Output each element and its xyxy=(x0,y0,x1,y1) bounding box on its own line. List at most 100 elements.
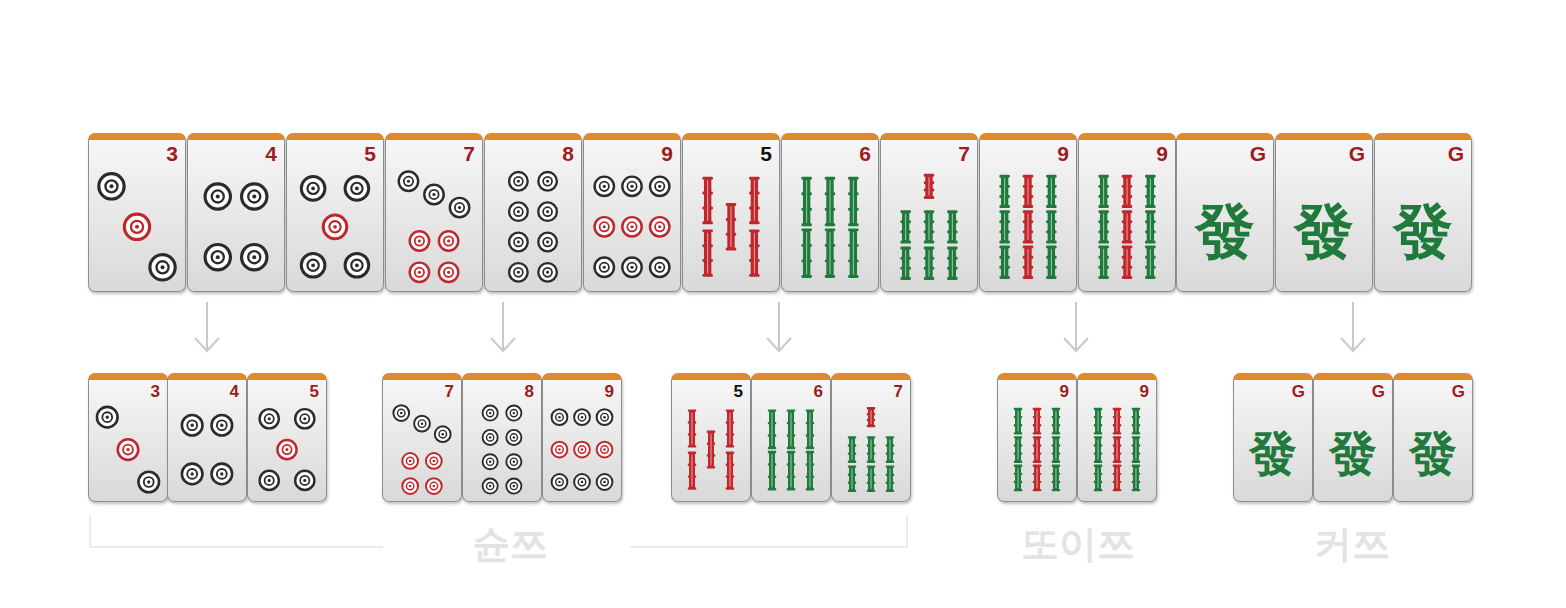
bamboo-stick xyxy=(1113,465,1122,492)
pin-pip xyxy=(345,253,369,277)
pin-pip xyxy=(439,263,458,282)
tile-number: 5 xyxy=(364,143,376,164)
dragon-glyph: 發 xyxy=(1234,429,1312,477)
tile-number: 5 xyxy=(310,383,319,400)
pin-pip-dot xyxy=(458,206,461,209)
bamboo-stick xyxy=(726,452,735,490)
bamboo-stick xyxy=(1098,246,1109,279)
pin-pip xyxy=(552,474,568,490)
pin-pip xyxy=(414,416,430,432)
bamboo-stick xyxy=(1033,465,1042,492)
bamboo-stick xyxy=(1023,246,1034,279)
mahjong-tile: 9 xyxy=(979,133,1077,292)
pin-pip-ring xyxy=(487,434,494,441)
pin-pip-ring xyxy=(510,434,517,441)
pin-pip-dot xyxy=(191,424,194,427)
pin-pip-ring xyxy=(510,409,517,416)
pin-pip xyxy=(574,442,590,458)
pin-pip xyxy=(509,233,528,252)
pin-pip-ring xyxy=(578,446,586,454)
pin-pip-ring xyxy=(300,414,309,423)
pin-pip-dot xyxy=(409,460,412,463)
pin-pip xyxy=(595,258,614,277)
bamboo-stick xyxy=(787,451,796,491)
pin-pip-dot xyxy=(489,485,491,487)
bamboo-stick xyxy=(1122,210,1133,243)
pin-pip-dot xyxy=(303,417,306,420)
pin-pip xyxy=(345,177,369,201)
pin-pip-ring xyxy=(627,263,636,272)
pin-pip xyxy=(509,202,528,221)
pin-pip-ring xyxy=(217,469,227,479)
pin-pip-dot xyxy=(603,481,606,484)
pin-pip-dot xyxy=(268,417,271,420)
pin-pip-ring xyxy=(487,482,494,489)
mahjong-tile: G發 xyxy=(1374,133,1472,292)
pin-pip-ring xyxy=(307,260,318,271)
pin-pip-ring xyxy=(329,221,340,232)
mahjong-tile: 6 xyxy=(751,373,831,502)
pin-pip xyxy=(402,478,418,494)
pin-pip xyxy=(538,263,557,282)
bamboo-stick xyxy=(688,452,697,490)
pin-pip-dot xyxy=(447,271,450,274)
pin-pip xyxy=(509,263,528,282)
pin-pip-ring xyxy=(351,183,362,194)
bamboo-stick xyxy=(768,409,777,449)
pin-pip-ring xyxy=(556,478,564,486)
pin-pip xyxy=(439,231,458,250)
pin-pip-dot xyxy=(546,241,549,244)
pin-pip-dot xyxy=(517,180,520,183)
pin-pip-dot xyxy=(558,448,561,451)
pin-pip xyxy=(410,263,429,282)
pin-pip-dot xyxy=(252,194,256,198)
tile-number: 9 xyxy=(1057,143,1069,164)
bamboo-stick xyxy=(867,465,876,492)
bamboo-stick xyxy=(801,228,812,277)
pin-pip xyxy=(426,453,442,469)
bamboo-stick xyxy=(1046,246,1057,279)
pin-pip-dot xyxy=(268,479,271,482)
bamboo-stick xyxy=(947,247,958,280)
tile-number: 9 xyxy=(605,383,614,400)
tile-number: 3 xyxy=(166,143,178,164)
bamboo-stick xyxy=(1033,436,1042,463)
tile-number: 9 xyxy=(1060,383,1069,400)
bamboo-stick xyxy=(924,210,935,243)
pin-pip xyxy=(574,409,590,425)
pin-pip-ring xyxy=(627,222,636,231)
pin-pip-ring xyxy=(439,430,447,438)
pin-pip-ring xyxy=(187,420,197,430)
pin-pip-ring xyxy=(217,420,227,430)
pin-pip xyxy=(99,174,124,199)
pin-pip-ring xyxy=(578,413,586,421)
group-label: 커쯔 xyxy=(1314,525,1390,563)
pin-pip-ring xyxy=(510,482,517,489)
pin-pip xyxy=(506,479,521,494)
tile-number: 5 xyxy=(734,383,743,400)
tile-number: 4 xyxy=(265,143,277,164)
bamboo-stick xyxy=(1023,175,1034,208)
pin-pip xyxy=(205,245,230,270)
tile-number: 9 xyxy=(1156,143,1168,164)
pin-pip-dot xyxy=(513,461,515,463)
mahjong-tile: 6 xyxy=(781,133,879,292)
pin-pip xyxy=(410,231,429,250)
pin-pip-dot xyxy=(517,210,520,213)
pin-pip-dot xyxy=(603,416,606,419)
bamboo-stick xyxy=(1046,175,1057,208)
bamboo-stick xyxy=(1145,175,1156,208)
pin-pip xyxy=(622,177,641,196)
pin-pip-ring xyxy=(514,177,523,186)
pin-pip-dot xyxy=(630,266,633,269)
pin-pip-ring xyxy=(556,446,564,454)
pin-pip-ring xyxy=(282,445,291,454)
bamboo-stick xyxy=(886,436,895,463)
dragon-glyph: 發 xyxy=(1394,429,1472,477)
pin-pip xyxy=(506,430,521,445)
pin-pip xyxy=(483,479,498,494)
pin-pip-dot xyxy=(311,263,315,267)
bamboo-stick xyxy=(924,247,935,280)
